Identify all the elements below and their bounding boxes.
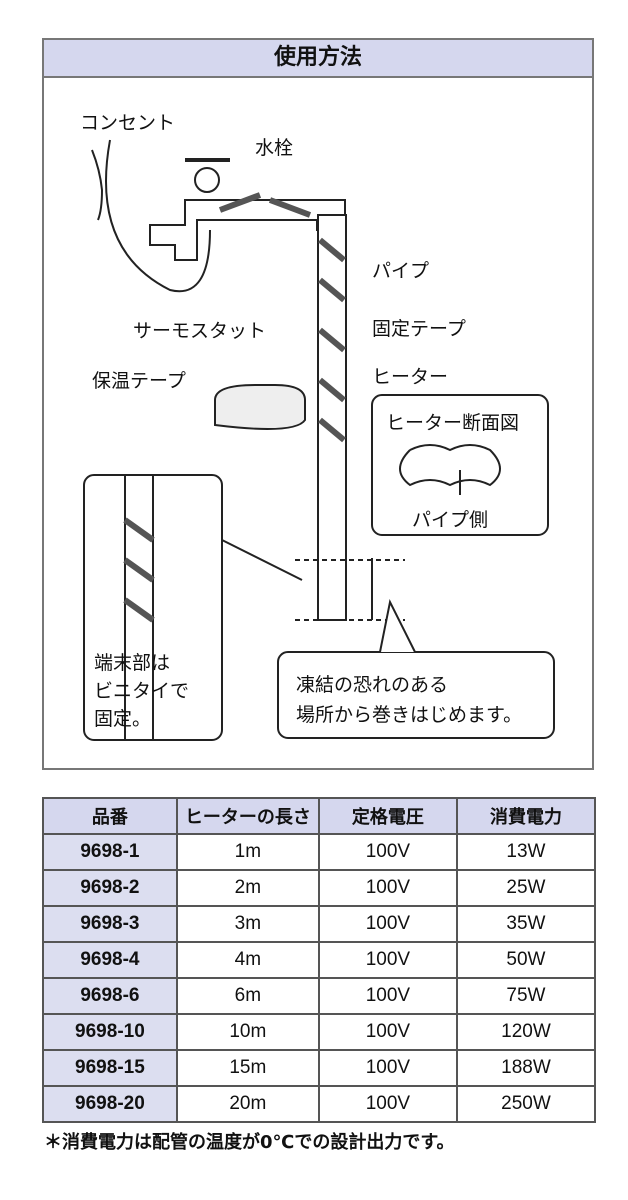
table-cell: 75W [455, 977, 597, 1015]
insulation-tape-roll [214, 384, 306, 430]
table-cell: 188W [455, 1049, 597, 1087]
table-cell: 9698-3 [42, 905, 178, 943]
table-cell: 100V [317, 1049, 458, 1087]
table-cell: 9698-6 [42, 977, 178, 1015]
header-cell: 定格電圧 [317, 797, 458, 835]
usage-title: 使用方法 [44, 40, 592, 78]
installation-diagram [83, 139, 555, 741]
table-cell: 9698-15 [42, 1049, 178, 1087]
table-cell: 10m [175, 1013, 320, 1051]
table-cell: 15m [175, 1049, 320, 1087]
table-header-row: 品番 ヒーターの長さ 定格電圧 消費電力 [42, 797, 597, 835]
table-cell: 100V [317, 1085, 458, 1123]
cross-section-box [371, 394, 549, 536]
label-insulation-tape: 保温テープ [92, 370, 186, 392]
label-section-title: ヒーター断面図 [386, 412, 520, 434]
heater-wrap [218, 192, 346, 443]
table-cell: 9698-20 [42, 1085, 178, 1123]
table-cell: 100V [317, 833, 458, 871]
end-note-line: ビニタイで [94, 680, 190, 702]
table-cell: 4m [175, 941, 320, 979]
table-cell: 100V [317, 869, 458, 907]
power-cord [105, 139, 211, 293]
footnote: ＊消費電力は配管の温度が0℃での設計出力です。 [44, 1132, 455, 1153]
table-cell: 9698-4 [42, 941, 178, 979]
table-cell: 50W [455, 941, 597, 979]
table-cell: 20m [175, 1085, 320, 1123]
label-faucet: 水栓 [255, 137, 294, 159]
label-pipe-side: パイプ側 [412, 509, 489, 531]
table-cell: 1m [175, 833, 320, 871]
table-cell: 6m [175, 977, 320, 1015]
header-cell: ヒーターの長さ [175, 797, 320, 835]
table-cell: 100V [317, 941, 458, 979]
table-cell: 13W [455, 833, 597, 871]
table-cell: 100V [317, 1013, 458, 1051]
table-cell: 9698-10 [42, 1013, 178, 1051]
table-cell: 35W [455, 905, 597, 943]
table-cell: 2m [175, 869, 320, 907]
table-cell: 3m [175, 905, 320, 943]
freeze-note-line: 凍結の恐れのある [296, 674, 449, 696]
table-cell: 9698-1 [42, 833, 178, 871]
wall-outlet-icon [91, 149, 104, 221]
header-cell: 品番 [42, 797, 178, 835]
label-pipe: パイプ [372, 260, 430, 282]
end-note-line: 固定。 [94, 708, 152, 730]
label-outlet: コンセント [80, 112, 176, 134]
table-cell: 100V [317, 977, 458, 1015]
table-cell: 250W [455, 1085, 597, 1123]
label-thermostat: サーモスタット [133, 320, 267, 342]
label-fix-tape: 固定テープ [372, 318, 466, 340]
usage-panel: 使用方法 [42, 38, 594, 770]
faucet-icon [149, 199, 346, 261]
table-cell: 120W [455, 1013, 597, 1051]
end-note-line: 端末部は [94, 652, 171, 674]
table-cell: 100V [317, 905, 458, 943]
freeze-note-line: 場所から巻きはじめます。 [296, 704, 523, 726]
freeze-callout [277, 651, 555, 739]
table-cell: 25W [455, 869, 597, 907]
header-cell: 消費電力 [455, 797, 597, 835]
table-cell: 9698-2 [42, 869, 178, 907]
label-heater: ヒーター [372, 366, 449, 388]
